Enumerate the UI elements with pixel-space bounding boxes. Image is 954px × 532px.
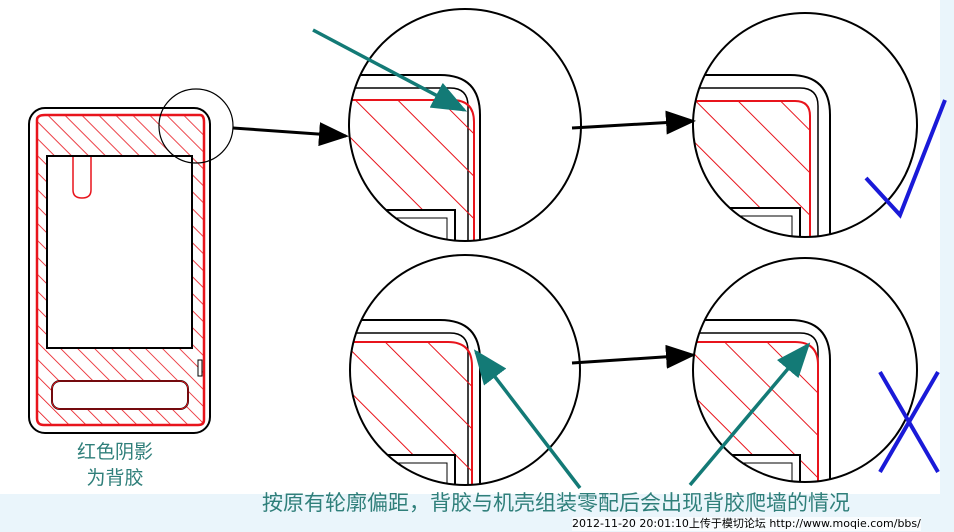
arrow-to-detail — [232, 122, 349, 147]
cross-icon — [878, 370, 940, 474]
detail-bottom-original — [349, 254, 581, 486]
detail-top-original — [348, 8, 582, 242]
phone-outline — [28, 88, 234, 434]
watermark: 2012-11-20 20:01:10上传于模切论坛 http://www.mo… — [572, 517, 921, 531]
pointer-arrows — [312, 28, 811, 490]
adhesive-label-line2: 为背胶 — [86, 467, 144, 489]
detail-circle-marker — [158, 88, 234, 164]
caption: 按原有轮廓偏距，背胶与机壳组装零配后会出现背胶爬墙的情况 — [262, 491, 850, 515]
arrow-top — [571, 110, 696, 135]
adhesive-label-line1: 红色阴影 — [76, 441, 153, 463]
right-strip — [940, 0, 954, 494]
detail-top-correct — [692, 12, 918, 238]
check-icon — [864, 99, 947, 219]
arrow-bottom — [571, 344, 696, 369]
detail-bottom-problem — [692, 257, 918, 483]
